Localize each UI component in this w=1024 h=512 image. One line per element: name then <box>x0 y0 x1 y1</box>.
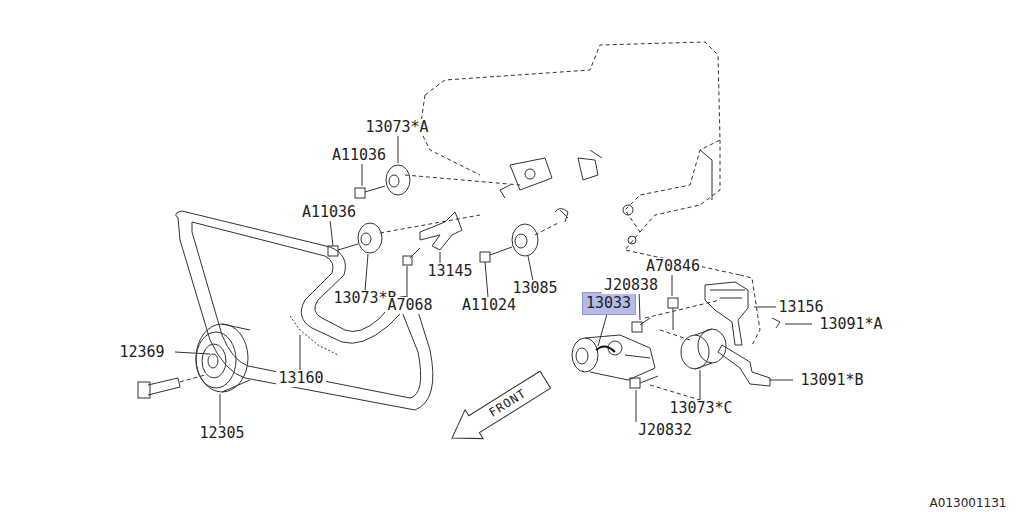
callout-number: 12305 <box>197 425 246 442</box>
callout-number: A7068 <box>385 297 434 314</box>
callout-number: 13091*B <box>798 372 865 389</box>
callout-number: 13033 <box>586 296 632 311</box>
callout-number: 13156 <box>776 299 825 316</box>
callout-number: 13091*A <box>817 316 884 333</box>
reference-code: A013001131 <box>928 496 1009 510</box>
callout-number: 13160 <box>276 370 325 387</box>
callout-number: J20832 <box>636 422 694 439</box>
callout-number: 13073*C <box>667 400 734 417</box>
front-arrow <box>443 365 554 452</box>
engine-outline <box>425 42 740 275</box>
callout-number: 13145 <box>425 263 474 280</box>
callout-number: A11036 <box>300 204 358 221</box>
callout-number: A11024 <box>460 297 518 314</box>
callout-number: 13073*A <box>363 119 430 136</box>
highlight-box: 13033 <box>582 292 636 315</box>
callout-number: A70846 <box>644 258 702 275</box>
callout-number: J20838 <box>602 277 660 294</box>
callout-number: A11036 <box>330 147 388 164</box>
callout-number: 12369 <box>117 344 166 361</box>
callout-number: 13085 <box>510 280 559 297</box>
direction-label: FRONT <box>485 385 531 421</box>
